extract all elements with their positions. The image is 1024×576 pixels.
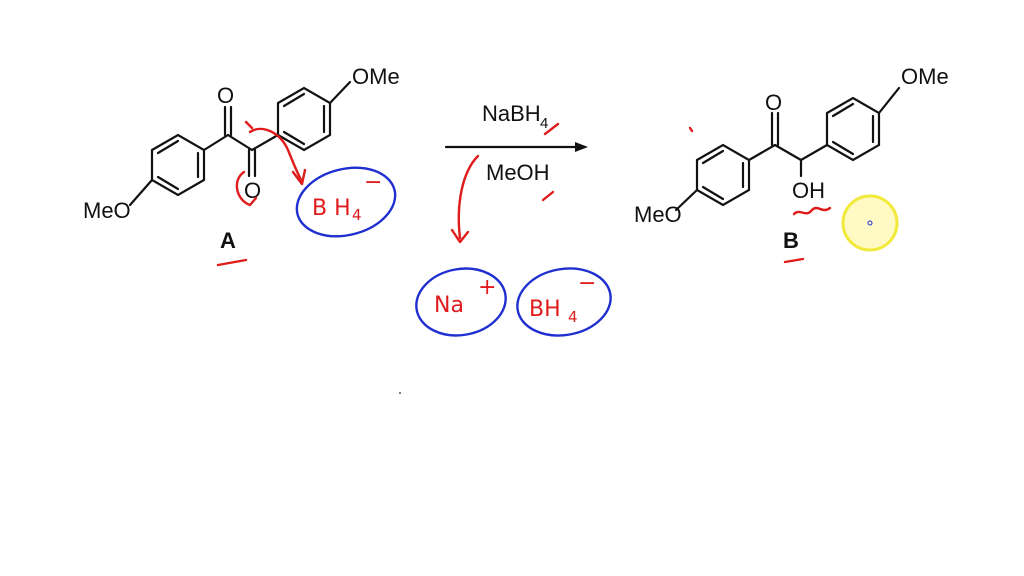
cation-circle — [415, 267, 507, 337]
cursor-dot — [867, 220, 873, 226]
solvent-label: MeOH — [486, 160, 550, 185]
electron-arrow-attack-head — [291, 168, 307, 186]
electron-arrow-carbonyl — [235, 170, 258, 207]
product-methoxy-left: MeO — [634, 202, 682, 227]
tick-near-C1 — [244, 120, 254, 130]
cation-charge: + — [478, 275, 496, 300]
anion-sub: 4 — [568, 308, 578, 326]
cation-text: Na — [434, 293, 464, 318]
reagent-label: NaBH — [482, 101, 541, 126]
hydride-sub-A: 4 — [352, 206, 362, 224]
dissociation-arrow — [457, 154, 480, 240]
reaction-arrow-group: NaBH 4 MeOH — [444, 101, 588, 185]
reactant-carbonyl-oxygen-2: O — [244, 178, 261, 203]
product-B-structure: O OH MeO OMe B — [634, 64, 949, 253]
product-hydroxyl: OH — [792, 178, 825, 203]
product-label: B — [783, 228, 799, 253]
product-carbonyl-oxygen: O — [765, 90, 782, 115]
anion-circle — [516, 267, 612, 337]
product-methoxy-right: OMe — [901, 64, 949, 89]
anion-charge: − — [578, 271, 596, 296]
hydride-circle-A — [295, 166, 397, 238]
electron-arrow-attack — [248, 127, 304, 184]
tick-near-product — [688, 126, 694, 133]
reagent-subscript: 4 — [540, 115, 548, 132]
squiggle-OH — [792, 206, 832, 216]
cursor-highlight — [841, 194, 899, 252]
hydride-text-A: B H — [312, 196, 351, 221]
dissociation-arrow-head — [450, 228, 470, 244]
product-left-ring — [695, 143, 751, 207]
mark-solvent — [541, 190, 555, 202]
product-right-ring — [825, 96, 881, 162]
underline-A — [216, 258, 248, 267]
annotation-layer: B H 4 − Na + BH 4 − — [216, 120, 899, 394]
reactant-left-ring — [150, 133, 206, 197]
reactant-right-ring — [276, 86, 332, 152]
hydride-charge-A: − — [364, 170, 382, 195]
reaction-arrowhead — [575, 142, 588, 152]
reactant-label: A — [220, 228, 236, 253]
mark-reagent — [543, 122, 560, 136]
reactant-A-structure: O O MeO OMe A — [83, 64, 400, 253]
reactant-methoxy-right: OMe — [352, 64, 400, 89]
reactant-methoxy-left: MeO — [83, 198, 131, 223]
anion-text: BH — [529, 297, 561, 322]
reactant-carbonyl-oxygen-1: O — [217, 83, 234, 108]
stray-dot — [399, 392, 401, 394]
underline-B — [783, 257, 805, 264]
